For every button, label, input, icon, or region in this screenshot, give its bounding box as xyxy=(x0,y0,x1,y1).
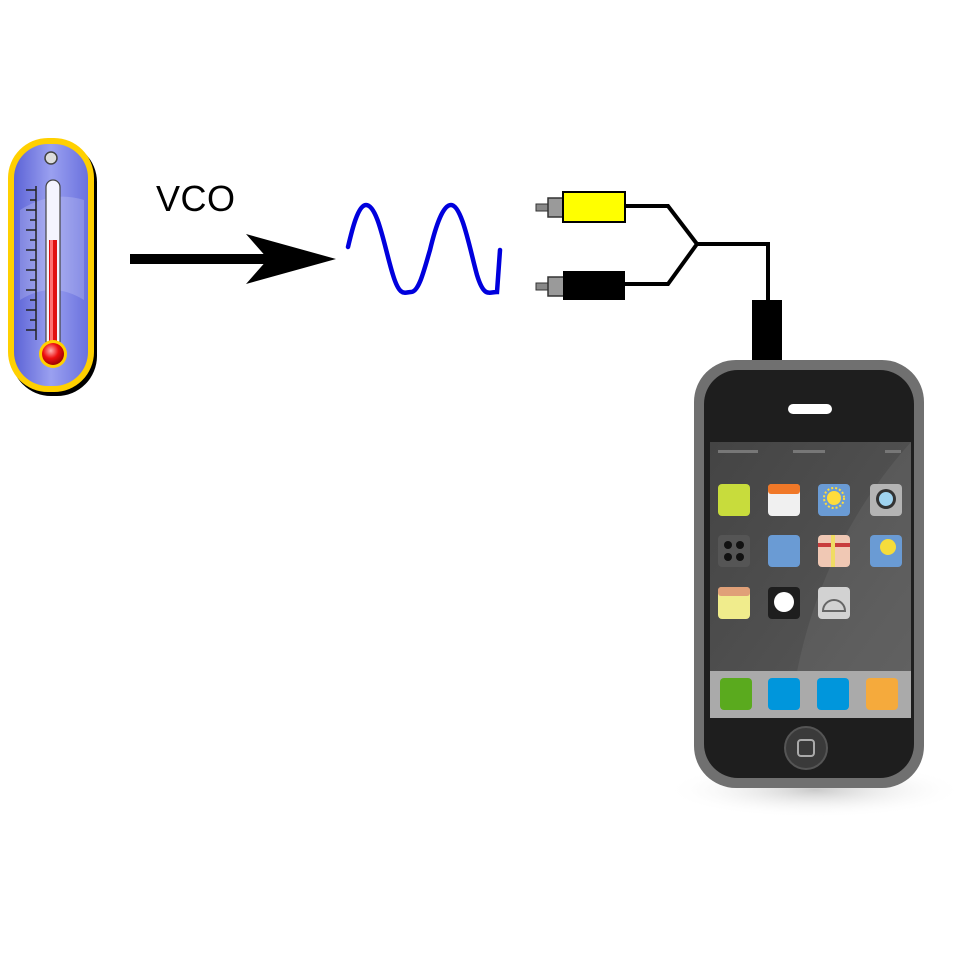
rca-plug-icon xyxy=(535,191,626,223)
weather-icon[interactable] xyxy=(870,535,902,567)
app-blue-icon[interactable] xyxy=(768,535,800,567)
grid-app-icon[interactable] xyxy=(718,535,750,567)
y-cable-icon xyxy=(624,204,770,302)
settings-icon[interactable] xyxy=(818,587,850,619)
dock-phone-icon[interactable] xyxy=(720,678,752,710)
app-green-icon[interactable] xyxy=(718,484,750,516)
camera-icon[interactable] xyxy=(870,484,902,516)
sine-wave-icon xyxy=(345,202,503,295)
smartphone-icon xyxy=(665,360,961,818)
home-button[interactable] xyxy=(784,726,828,770)
dock-safari-icon[interactable] xyxy=(817,678,849,710)
rca-plug-icon xyxy=(535,271,625,300)
notes-icon[interactable] xyxy=(718,587,750,619)
thermometer-scale xyxy=(26,186,37,340)
dock-mail-icon[interactable] xyxy=(768,678,800,710)
gift-icon[interactable] xyxy=(818,535,850,567)
status-bar xyxy=(718,450,901,453)
vco-label: VCO xyxy=(156,178,236,219)
thermometer-icon xyxy=(8,138,97,396)
photos-icon[interactable] xyxy=(818,484,850,516)
arrow-right-icon xyxy=(130,234,336,284)
audio-jack-plug xyxy=(752,300,782,362)
dock-music-icon[interactable] xyxy=(866,678,898,710)
clock-icon[interactable] xyxy=(768,587,800,619)
calendar-icon[interactable] xyxy=(768,484,800,516)
